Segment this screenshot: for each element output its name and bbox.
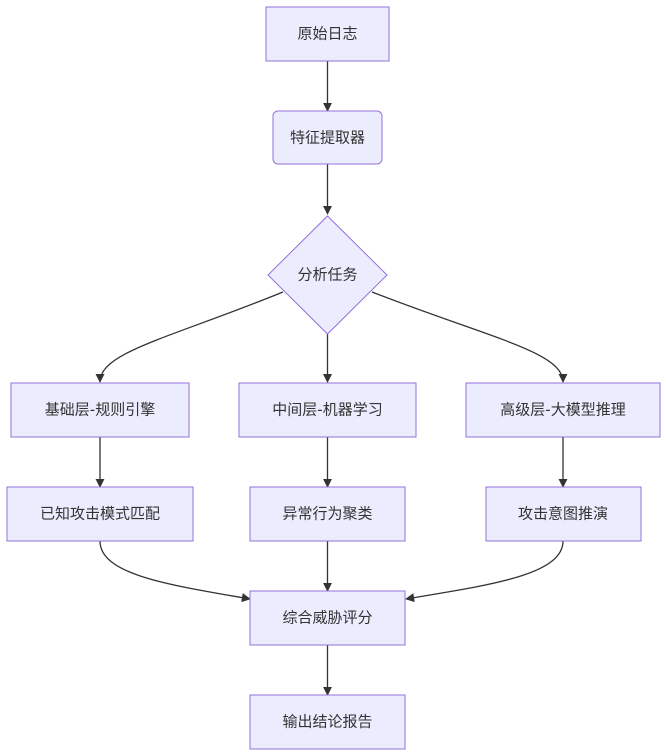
node-raw-logs-label: 原始日志 xyxy=(297,25,357,43)
node-output-report-label: 输出结论报告 xyxy=(282,713,372,731)
edges xyxy=(95,61,568,696)
edge-analysis-task-to-base-layer xyxy=(95,291,284,383)
node-known-pattern-label: 已知攻击模式匹配 xyxy=(40,505,160,523)
node-output-report[interactable]: 输出结论报告 xyxy=(249,694,406,750)
node-base-layer[interactable]: 基础层-规则引擎 xyxy=(10,382,190,438)
node-anomaly-cluster[interactable]: 异常行为聚类 xyxy=(249,486,406,542)
node-middle-layer[interactable]: 中间层-机器学习 xyxy=(238,382,417,438)
node-raw-logs[interactable]: 原始日志 xyxy=(265,6,390,62)
node-feature-extractor-label: 特征提取器 xyxy=(290,129,365,147)
node-high-layer-label: 高级层-大模型推理 xyxy=(500,401,625,419)
node-threat-score[interactable]: 综合威胁评分 xyxy=(249,590,406,646)
node-feature-extractor[interactable]: 特征提取器 xyxy=(272,110,383,165)
edge-analysis-task-to-high-layer xyxy=(371,291,568,383)
edge-intent-inference-to-threat-score xyxy=(405,540,564,603)
node-middle-layer-label: 中间层-机器学习 xyxy=(272,401,382,419)
node-base-layer-label: 基础层-规则引擎 xyxy=(45,401,155,419)
node-known-pattern[interactable]: 已知攻击模式匹配 xyxy=(6,486,194,542)
nodes: 原始日志 特征提取器 分析任务 基础层-规则引擎 中间层-机器学习 高级层-大模… xyxy=(6,6,661,750)
node-intent-inference[interactable]: 攻击意图推演 xyxy=(485,486,642,542)
node-high-layer[interactable]: 高级层-大模型推理 xyxy=(465,382,661,438)
node-analysis-task-label: 分析任务 xyxy=(297,266,357,284)
node-intent-inference-label: 攻击意图推演 xyxy=(518,505,608,523)
edge-known-pattern-to-threat-score xyxy=(99,540,251,603)
node-analysis-task[interactable]: 分析任务 xyxy=(267,215,388,335)
node-threat-score-label: 综合威胁评分 xyxy=(282,609,372,627)
node-anomaly-cluster-label: 异常行为聚类 xyxy=(282,505,372,523)
